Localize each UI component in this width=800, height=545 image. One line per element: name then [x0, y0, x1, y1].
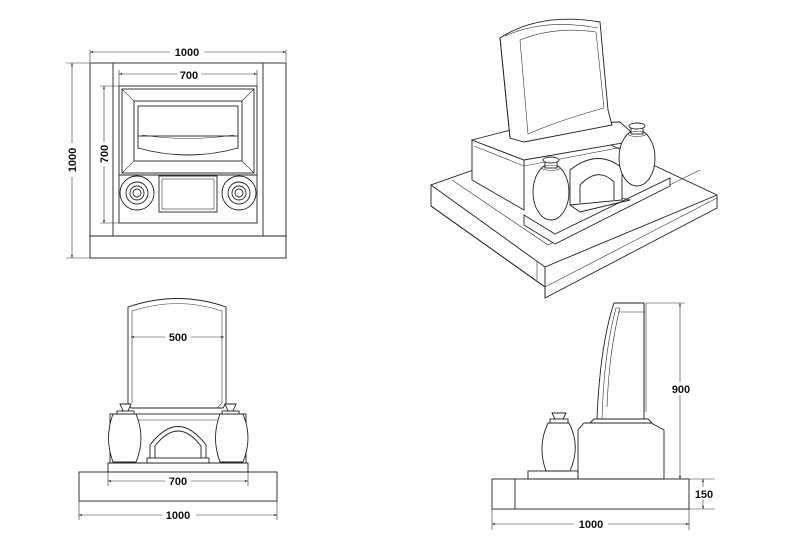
- side-pedestal: [577, 422, 665, 480]
- plan-dim-outer-depth: 1000: [67, 148, 79, 172]
- front-vase-left: [108, 403, 142, 463]
- plan-view: 1000 700 1000 700: [65, 45, 287, 259]
- front-headstone: [127, 298, 227, 409]
- side-elevation: 900 150 1000: [491, 302, 715, 531]
- plan-vase-left: [119, 175, 155, 211]
- side-vase: [541, 412, 576, 472]
- plan-dim-inner-depth: 700: [99, 145, 111, 163]
- front-elevation: 500 700 1000: [78, 298, 278, 522]
- plan-dim-outer-width: 1000: [175, 47, 199, 59]
- iso-step: [523, 177, 671, 245]
- plan-outer-base: [89, 62, 287, 259]
- plan-headstone: [137, 105, 239, 137]
- front-arch: [149, 426, 207, 458]
- side-base-slab: [491, 478, 690, 510]
- front-vase-right: [215, 403, 249, 463]
- side-dim-headstone-height: 900: [672, 384, 690, 396]
- side-dim-base-height: 150: [695, 489, 713, 501]
- plan-incense-box: [158, 175, 218, 213]
- isometric-view: [430, 18, 718, 299]
- front-step: [107, 462, 249, 473]
- iso-vase-left: [532, 156, 570, 221]
- side-headstone: [596, 302, 645, 420]
- plan-dim-inner-width: 700: [180, 70, 198, 82]
- plan-headstone-base: [121, 88, 255, 174]
- front-dim-base-outer-width: 1000: [166, 510, 190, 522]
- plan-vase-right: [221, 175, 257, 211]
- side-dim-base-depth: 1000: [579, 519, 603, 531]
- side-step: [527, 470, 579, 480]
- iso-vase-right: [618, 122, 656, 187]
- front-dim-headstone-width: 500: [169, 332, 187, 344]
- iso-headstone: [499, 18, 613, 143]
- plan-inner-platform: [118, 85, 258, 224]
- front-dim-base-inner-width: 700: [169, 476, 187, 488]
